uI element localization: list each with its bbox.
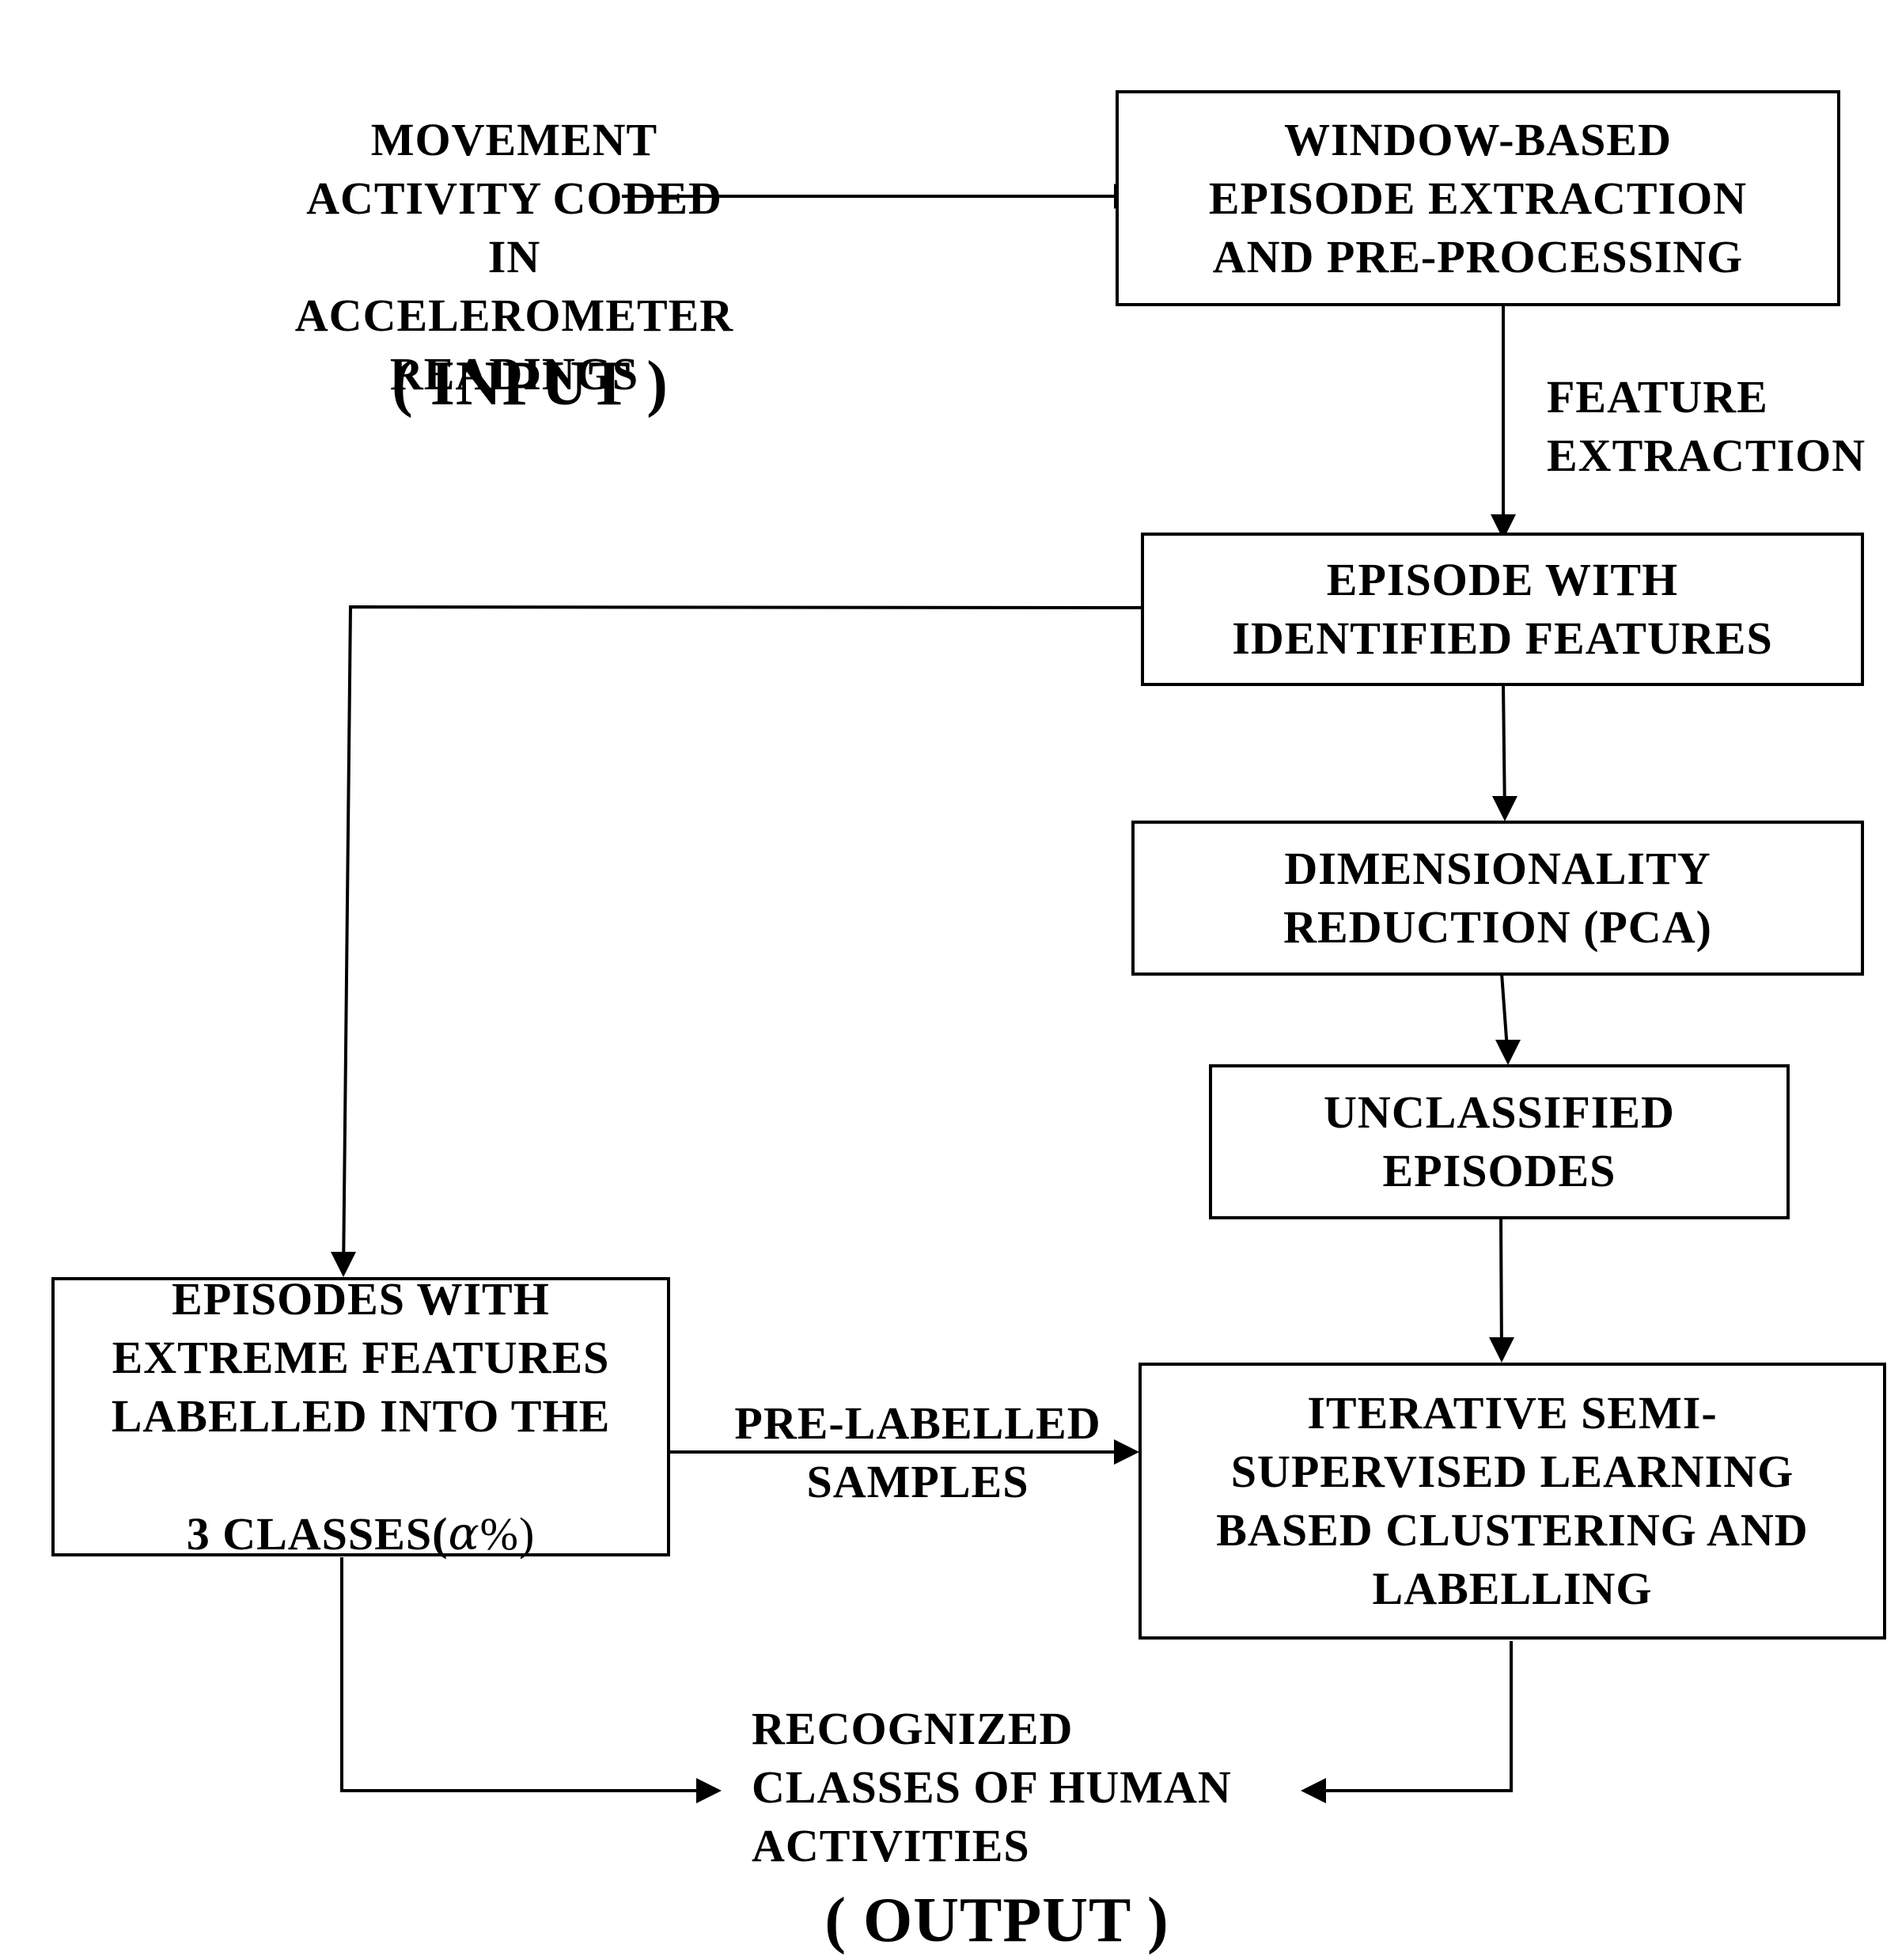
input-tag: ( INPUT ) (392, 349, 669, 419)
extreme-features-box: EPISODES WITH EXTREME FEATURES LABELLED … (51, 1273, 670, 1560)
extreme-features-classes: 3 CLASSES( (186, 1508, 449, 1560)
arrow-identified-to-dimensionality (1502, 683, 1506, 819)
semi-supervised-box: ITERATIVE SEMI- SUPERVISED LEARNING BASE… (1139, 1363, 1886, 1640)
arrowhead-window-to-identified (1491, 514, 1516, 540)
unclassified-episodes-box: UNCLASSIFIED EPISODES (1209, 1064, 1790, 1219)
arrow-extreme-to-output (340, 1557, 718, 1792)
arrowhead-dimensionality-to-unclassified (1495, 1040, 1521, 1065)
extreme-features-lines: EPISODES WITH EXTREME FEATURES LABELLED … (111, 1273, 611, 1442)
identified-features-text: EPISODE WITH IDENTIFIED FEATURES (1232, 554, 1773, 664)
arrowhead-unclassified-to-semisupervised (1489, 1337, 1514, 1363)
arrow-identified-to-extreme (342, 605, 1142, 1275)
alpha-symbol: α (448, 1507, 480, 1560)
input-text: MOVEMENT ACTIVITY CODED IN ACCELEROMETER… (294, 114, 734, 400)
identified-features-box: EPISODE WITH IDENTIFIED FEATURES (1141, 533, 1864, 686)
alpha-suffix: %) (479, 1508, 536, 1560)
window-based-extraction-box: WINDOW-BASED EPISODE EXTRACTION AND PRE-… (1116, 90, 1840, 306)
input-label: MOVEMENT ACTIVITY CODED IN ACCELEROMETER… (237, 52, 791, 462)
pre-labelled-samples-label: PRE-LABELLED SAMPLES (734, 1397, 1101, 1507)
window-based-extraction-text: WINDOW-BASED EPISODE EXTRACTION AND PRE-… (1208, 113, 1748, 282)
arrowhead-identified-to-extreme (331, 1252, 356, 1277)
output-tag: ( OUTPUT ) (824, 1886, 1169, 1955)
arrowhead-extreme-to-semisupervised (1114, 1439, 1139, 1465)
unclassified-episodes-text: UNCLASSIFIED EPISODES (1324, 1086, 1675, 1196)
output-label: RECOGNIZED CLASSES OF HUMAN ACTIVITIES (752, 1703, 1232, 1871)
extreme-features-text: EPISODES WITH EXTREME FEATURES LABELLED … (112, 1211, 611, 1622)
arrow-unclassified-to-semisupervised (1499, 1216, 1503, 1358)
dimensionality-reduction-text: DIMENSIONALITY REDUCTION (PCA) (1283, 843, 1712, 953)
feature-extraction-label: FEATURE EXTRACTION (1547, 371, 1866, 481)
arrowhead-extreme-to-output (696, 1778, 722, 1803)
semi-supervised-text: ITERATIVE SEMI- SUPERVISED LEARNING BASE… (1216, 1387, 1809, 1614)
extreme-features-last-line: 3 CLASSES(α%) (112, 1504, 611, 1564)
dimensionality-reduction-box: DIMENSIONALITY REDUCTION (PCA) (1131, 821, 1864, 976)
arrowhead-identified-to-dimensionality (1492, 796, 1517, 821)
arrowhead-semisupervised-to-output (1301, 1778, 1326, 1803)
arrow-semisupervised-to-output (1304, 1641, 1513, 1792)
